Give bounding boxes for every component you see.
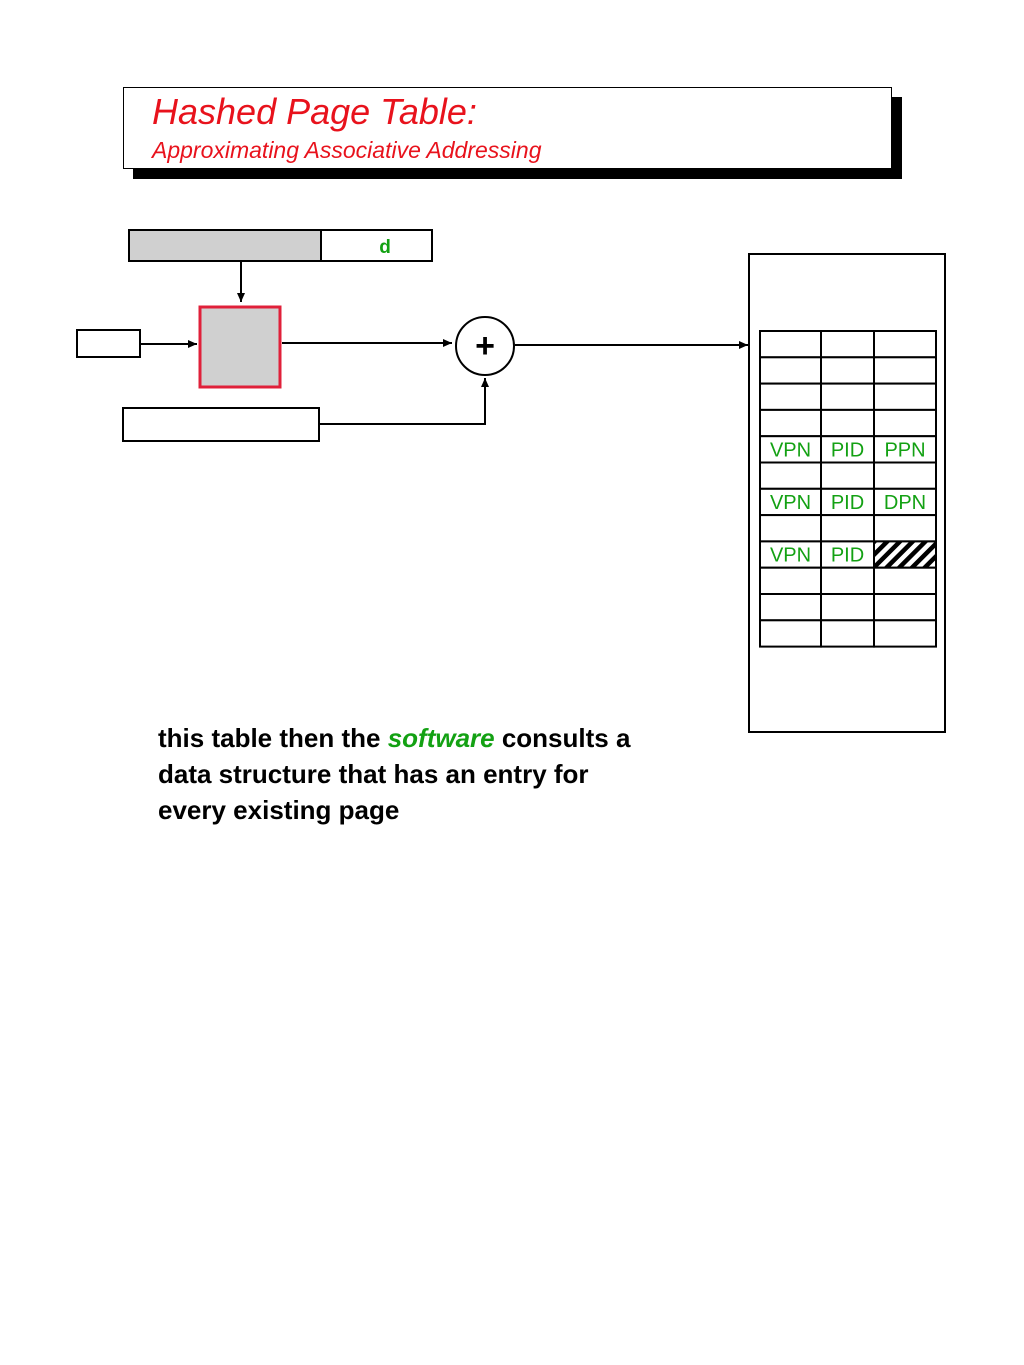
page-table-cell <box>759 408 822 438</box>
hashed-page-table-diagram: d + VPN PID PPN VPN PID DPN VPN PID <box>76 229 946 733</box>
page-table-cell <box>873 566 937 596</box>
page-table-cell <box>873 593 937 622</box>
page-table-cell-label: VPN <box>770 492 811 514</box>
offset-label: d <box>379 237 391 258</box>
page-table-cell <box>820 382 875 411</box>
page-table-cell <box>873 461 937 490</box>
page-table-cell <box>759 356 822 385</box>
page-table-cell <box>873 382 937 411</box>
body-line-3: every existing page <box>158 795 400 825</box>
page-subtitle: Approximating Associative Addressing <box>152 137 542 163</box>
page-table-cell <box>820 593 875 622</box>
page-table-cell <box>873 619 937 648</box>
page-table-cell <box>820 540 875 569</box>
page-table-cell <box>759 566 822 596</box>
page-table-cell-label: PID <box>831 492 864 514</box>
page-table-cell-label: PPN <box>884 440 925 462</box>
body-line-1: this table then the software consults a <box>158 723 631 753</box>
pid-box <box>76 329 141 358</box>
page-table-cell-label: VPN <box>770 440 811 462</box>
base-register-box <box>122 407 320 442</box>
page-table-cell <box>820 330 875 359</box>
page-table-cell-label: VPN <box>770 545 811 567</box>
page-table-cell <box>820 619 875 648</box>
page-title: Hashed Page Table: <box>152 91 477 132</box>
page-table-cell <box>759 619 822 648</box>
page-table-cell <box>820 461 875 490</box>
page-table-grid: VPN PID PPN VPN PID DPN VPN PID <box>759 330 937 648</box>
body-text: this table then the software consults a … <box>158 700 758 840</box>
page-table-cell <box>820 356 875 385</box>
page-table-cell <box>759 593 822 622</box>
page-table-cell <box>873 514 937 543</box>
base-to-adder-arrow <box>320 378 489 425</box>
page-table-cell-hatched <box>873 540 937 569</box>
page-table-cell <box>820 566 875 596</box>
adder-plus-sign: + <box>475 327 495 365</box>
page-table-cell <box>759 514 822 543</box>
page-table-cell <box>759 382 822 411</box>
page-table-cell <box>759 330 822 359</box>
software-emphasis: software <box>387 723 495 753</box>
page-table-cell <box>820 514 875 543</box>
adder-circle <box>455 316 515 376</box>
page-table-cell <box>873 330 937 359</box>
title-box: Hashed Page Table: Approximating Associa… <box>123 87 892 169</box>
offset-field <box>320 229 433 262</box>
page-table-cell <box>759 461 822 490</box>
page-table-cell <box>873 408 937 438</box>
body-line-2: data structure that has an entry for <box>158 759 589 789</box>
page-table-cell <box>873 356 937 385</box>
page-table-cell-label: PID <box>831 440 864 462</box>
hash-function-box <box>198 305 282 389</box>
page-table-cell <box>820 408 875 438</box>
vpn-field <box>128 229 322 262</box>
page-table-cell-label: DPN <box>884 492 926 514</box>
page-table-cell-label: PID <box>831 545 864 567</box>
page-table-cell <box>873 435 937 464</box>
